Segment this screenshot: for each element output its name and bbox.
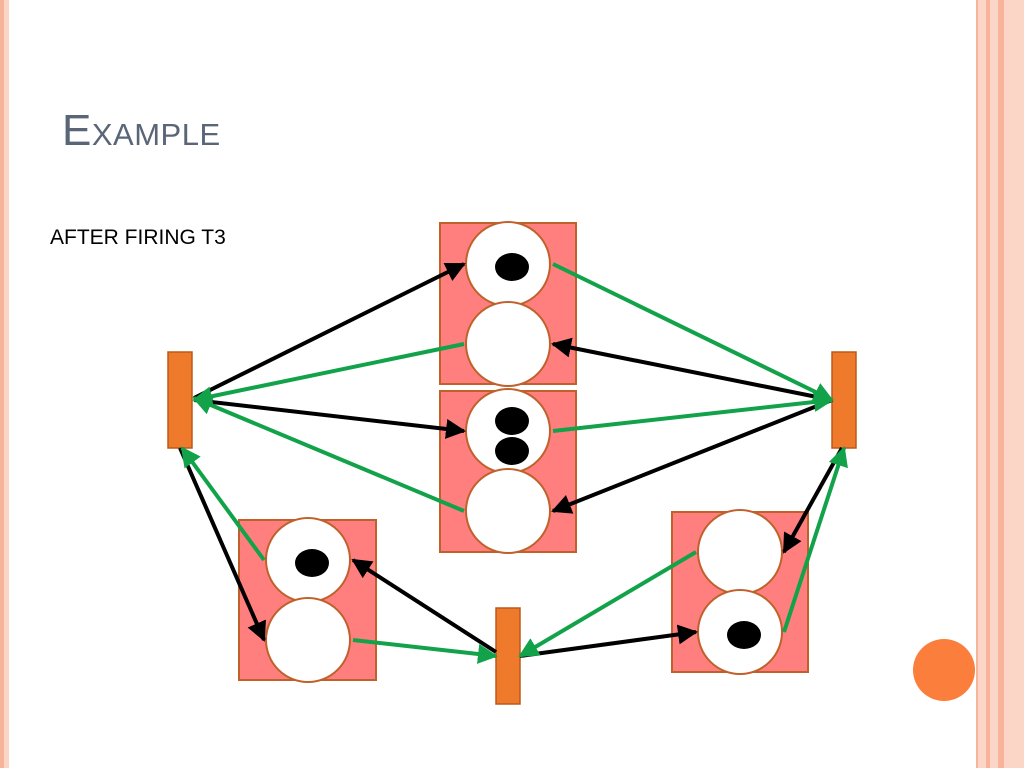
right-edge-band xyxy=(1004,0,1024,768)
arc-input-p_right_a-to-t_bottom xyxy=(518,550,698,658)
arc-output-t_left-to-p_left_b xyxy=(178,447,266,642)
arc-input-p_right_b-to-t_right xyxy=(782,446,848,633)
right-edge-band xyxy=(986,0,990,768)
arc-input-p_mid_a-to-t_right xyxy=(552,392,834,433)
right-edge-band xyxy=(990,0,998,768)
arc-output-t_right-to-p_right_a xyxy=(782,447,844,554)
arc-output-t_left-to-p_top_a xyxy=(193,262,466,400)
right-edge-band xyxy=(976,0,978,768)
place-group-right xyxy=(671,509,809,675)
arc-input-p_top_a-to-t_right xyxy=(552,262,834,402)
right-edge-decoration xyxy=(976,0,1024,768)
token-layer xyxy=(295,253,761,649)
left-edge-decoration xyxy=(0,0,9,768)
arc-output-t_bottom-to-p_right_b xyxy=(519,624,698,658)
place-group-middle xyxy=(439,388,577,554)
arc-input-p_left_a-to-t_left xyxy=(180,446,266,562)
arc-input-p_mid_b-to-t_left xyxy=(192,395,465,513)
decorative-circle xyxy=(913,639,975,701)
token xyxy=(495,253,529,281)
left-edge-band xyxy=(4,0,9,768)
arc-output-t_bottom-to-p_left_a xyxy=(351,558,498,654)
token xyxy=(727,621,761,649)
token xyxy=(295,549,329,577)
token xyxy=(495,437,529,465)
right-edge-band xyxy=(978,0,986,768)
arc-output-t_left-to-p_mid_a xyxy=(193,398,466,439)
place-p_left_b[interactable] xyxy=(265,597,351,683)
place-p_right_a[interactable] xyxy=(697,509,783,595)
left-edge-band xyxy=(0,0,4,768)
right-edge-band xyxy=(998,0,1004,768)
place-group-top xyxy=(439,221,577,387)
slide-subtitle: AFTER FIRING T3 xyxy=(50,226,226,249)
arc-layer xyxy=(178,262,848,664)
place-group-left xyxy=(238,517,377,683)
transition[interactable] xyxy=(831,351,857,449)
arc-input-p_left_b-to-t_bottom xyxy=(352,638,498,664)
place-p_top_b[interactable] xyxy=(465,301,551,387)
transition[interactable] xyxy=(495,607,521,705)
transition[interactable] xyxy=(167,351,193,449)
arc-output-t_right-to-p_top_b xyxy=(551,337,833,402)
place-p_mid_b[interactable] xyxy=(465,468,551,554)
token xyxy=(495,407,529,435)
arc-input-p_top_b-to-t_left xyxy=(192,342,465,407)
arc-output-t_right-to-p_mid_b xyxy=(551,398,833,514)
slide-title: Example xyxy=(62,106,221,155)
